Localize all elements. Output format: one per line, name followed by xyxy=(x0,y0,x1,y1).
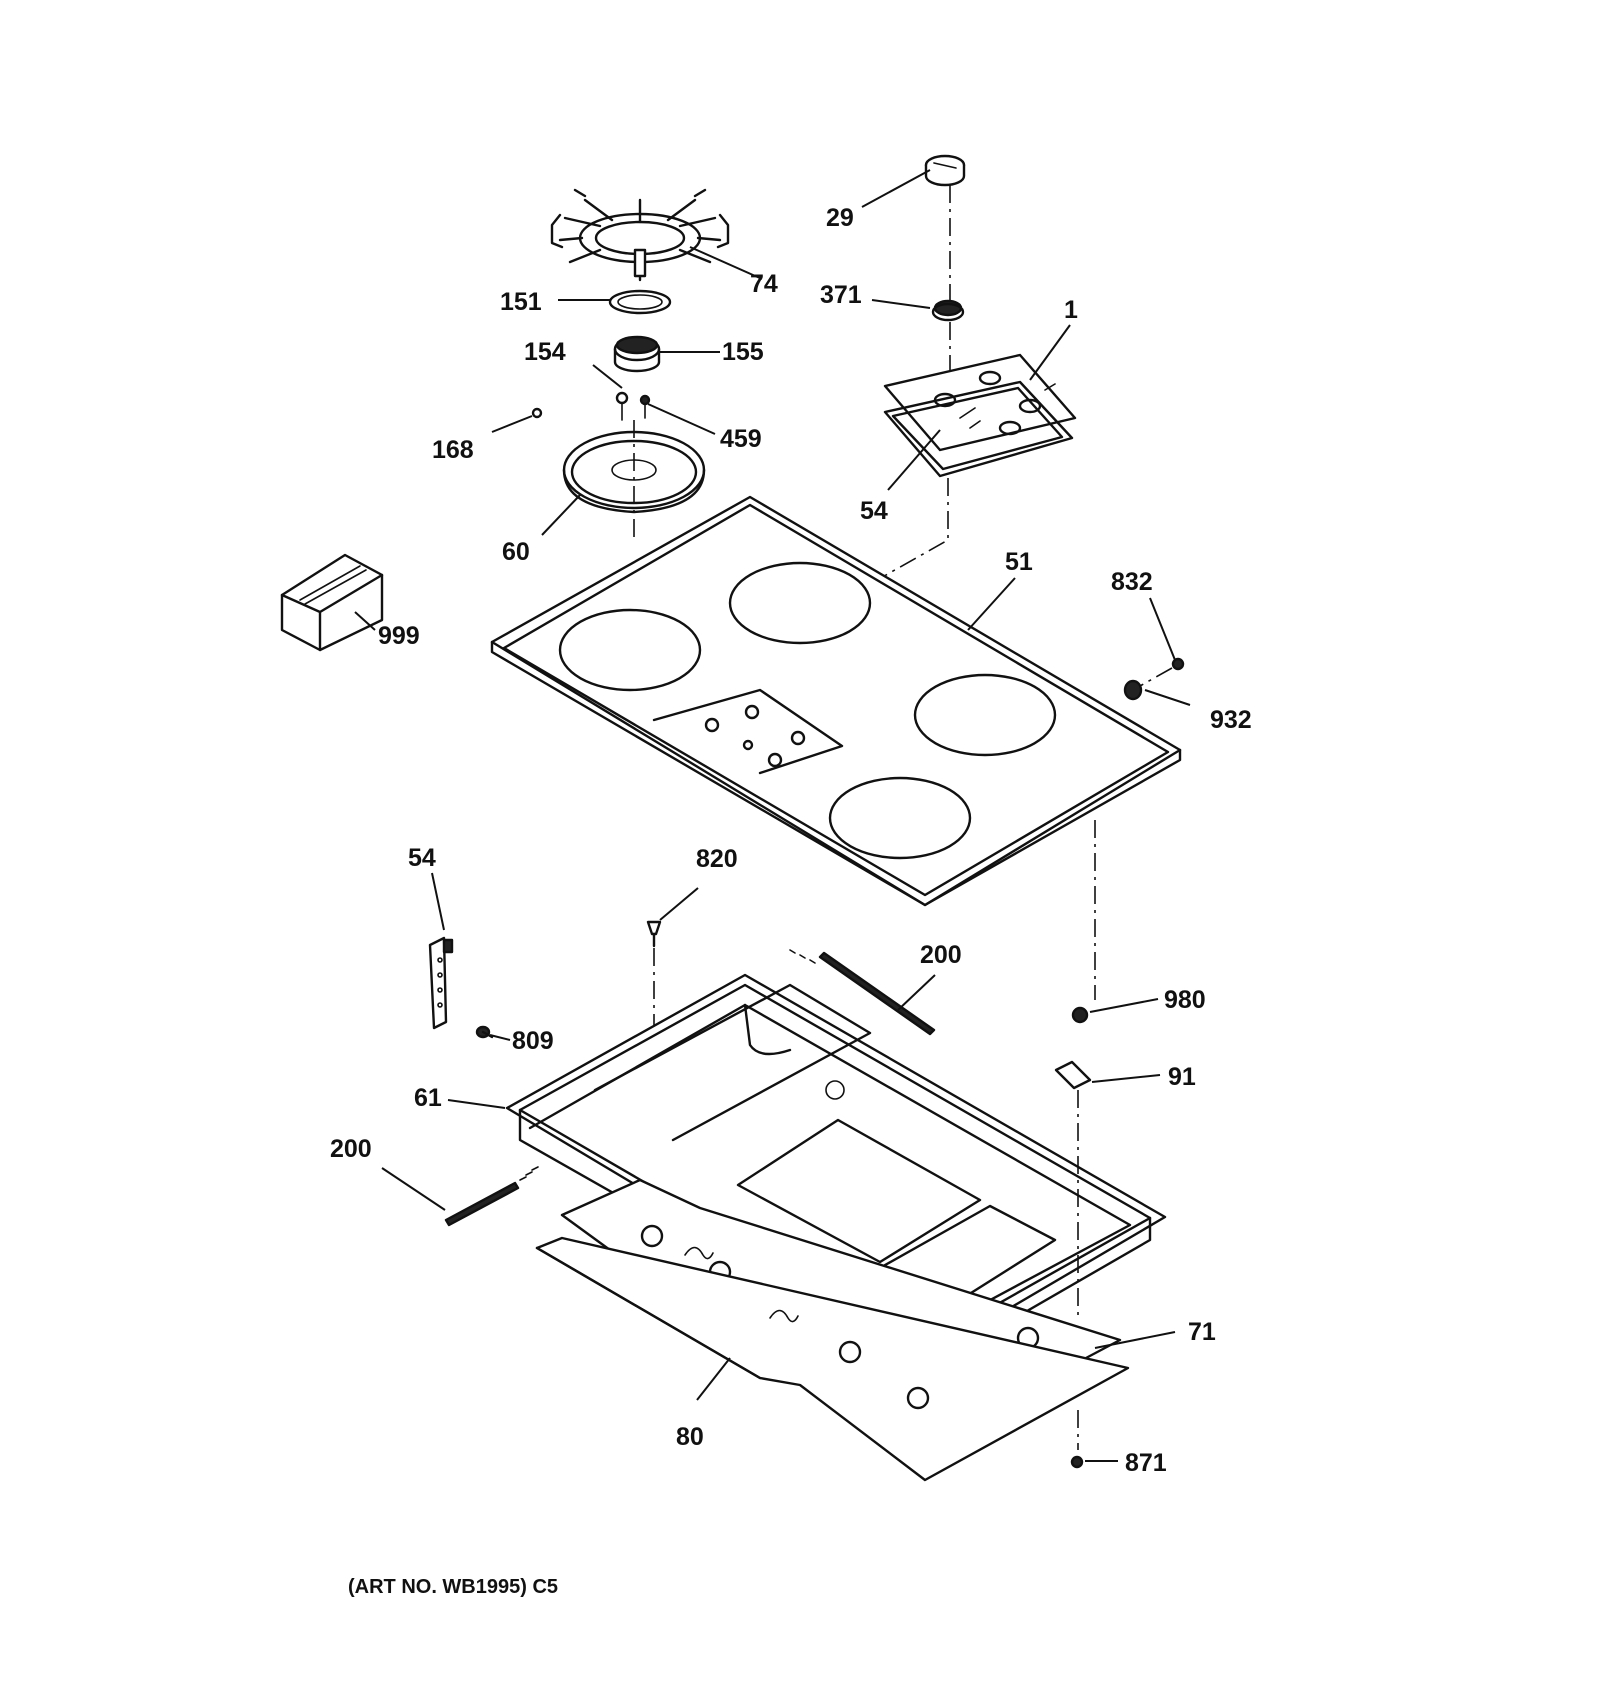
label-74: 74 xyxy=(750,270,778,298)
label-54-bracket: 54 xyxy=(408,844,436,872)
bowl-screw xyxy=(531,407,543,419)
label-91: 91 xyxy=(1168,1063,1196,1091)
foot-screw xyxy=(1070,1455,1084,1469)
label-1: 1 xyxy=(1064,296,1078,324)
label-151: 151 xyxy=(500,288,542,316)
leader-lines xyxy=(354,169,1191,1462)
leveling-nut xyxy=(1071,1006,1089,1024)
control-panel-gasket xyxy=(883,380,1074,478)
label-200-lower: 200 xyxy=(330,1135,372,1163)
label-371: 371 xyxy=(820,281,862,309)
cooktop-main-top xyxy=(490,495,1182,1000)
small-bracket xyxy=(1054,1060,1092,1090)
label-832: 832 xyxy=(1111,568,1153,596)
label-999: 999 xyxy=(378,622,420,650)
insulation-strip-lower xyxy=(444,1166,539,1227)
label-932: 932 xyxy=(1210,706,1252,734)
label-61: 61 xyxy=(414,1084,442,1112)
label-80: 80 xyxy=(676,1423,704,1451)
burner-cap-ring xyxy=(608,289,672,315)
burner-grate xyxy=(550,188,730,282)
label-29: 29 xyxy=(826,204,854,232)
part-labels: 29 74 151 371 1 154 155 459 168 54 60 51… xyxy=(330,204,1252,1477)
label-54-gasket: 54 xyxy=(860,497,888,525)
top-screw xyxy=(1171,657,1185,671)
control-panel-glass xyxy=(883,353,1077,452)
burner-bowl xyxy=(562,420,706,540)
mounting-bracket xyxy=(428,936,454,1030)
label-60: 60 xyxy=(502,538,530,566)
label-154: 154 xyxy=(524,338,566,366)
label-168: 168 xyxy=(432,436,474,464)
parts-box xyxy=(280,553,384,652)
label-155: 155 xyxy=(722,338,764,366)
burner-head xyxy=(613,335,661,373)
knob-bezel xyxy=(931,299,965,322)
label-980: 980 xyxy=(1164,986,1206,1014)
top-washer xyxy=(1123,679,1143,701)
orifice-screw xyxy=(639,394,651,406)
label-51: 51 xyxy=(1005,548,1033,576)
label-820: 820 xyxy=(696,845,738,873)
label-459: 459 xyxy=(720,425,762,453)
label-809: 809 xyxy=(512,1027,554,1055)
control-knob xyxy=(924,154,966,187)
label-71: 71 xyxy=(1188,1318,1216,1346)
label-871: 871 xyxy=(1125,1449,1167,1477)
electrode-screw xyxy=(615,391,629,405)
art-number-caption: (ART NO. WB1995) C5 xyxy=(348,1576,558,1598)
insulation-strip-upper xyxy=(789,949,936,1036)
label-200-upper: 200 xyxy=(920,941,962,969)
bracket-screw xyxy=(475,1025,494,1039)
bottom-panel xyxy=(535,1236,1130,1482)
